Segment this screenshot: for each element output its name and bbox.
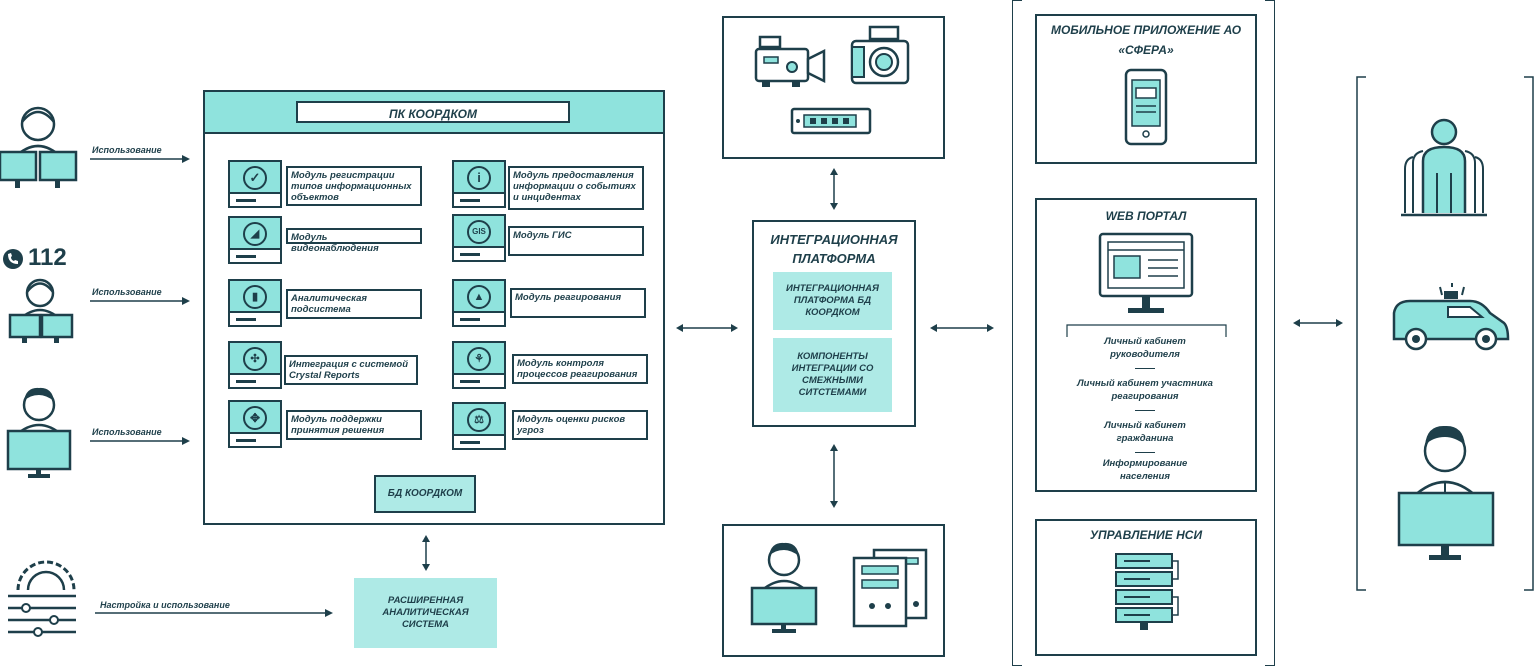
smartphone-icon [1124,68,1168,146]
server-tower-icon [852,548,928,628]
bracket-tick-tr [1265,0,1275,1]
cabinet-citizen[interactable]: Личный кабинет гражданина [1104,420,1186,444]
network-switch-icon [790,107,872,135]
cabinets-bracket [1066,324,1227,337]
extended-analytic-system: РАСШИРЕННАЯ АНАЛИТИЧЕСКАЯ СИСТЕМА [354,578,497,648]
module-risk-icon: ⚖ [452,402,506,450]
integration-components-box: КОМПОНЕНТЫ ИНТЕГРАЦИИ СО СМЕЖНЫМИ СИТСТЕ… [773,338,892,412]
module-control-icon: ⚘ [452,341,506,389]
bracket-tick-tl [1012,0,1022,1]
usage-label-1: Использование [92,145,162,155]
module-camera-icon: ◢ [228,216,282,264]
arrow-right-actors [1293,319,1343,327]
database-server-icon [1115,553,1179,630]
arrow-pk-analytic [422,535,430,571]
phone-icon [3,249,23,269]
module-label-info: Модуль предоставления информации о событ… [508,166,644,210]
far-right-bracket [1356,76,1534,591]
pk-db-box: БД КООРДКОМ [374,475,476,513]
module-label-crystal: Интеграция с системой Crystal Reports [284,355,418,385]
module-label-risk: Модуль оценки рисков угроз [512,410,648,440]
cabinet-divider-2 [1135,410,1155,411]
module-analytics-icon: ▮ [228,279,282,327]
arrow-settings [95,609,333,617]
module-label-response: Модуль реагирования [510,288,646,318]
right-column-bracket [1012,0,1275,666]
module-label-control: Модуль контроля процессов реагирования [512,354,648,384]
admin-user-icon [750,542,818,633]
web-portal-title: WEB ПОРТАЛ [1105,209,1187,223]
arrow-usage-2 [90,297,190,305]
module-label-analytics: Аналитическая подсистема [286,289,422,319]
photo-camera-icon [850,25,910,85]
module-label-decision: Модуль поддержки принятия решения [286,410,422,440]
arrow-usage-3 [90,437,190,445]
module-label-video: Модуль видеонаблюдения [286,228,422,254]
nsi-panel [1035,519,1257,656]
cabinet-manager[interactable]: Личный кабинет руководителя [1104,336,1186,360]
settings-gear-icon [8,560,76,637]
user-desktop-icon [6,387,72,478]
mobile-app-title: МОБИЛЬНОЕ ПРИЛОЖЕНИЕ АО «СФЕРА» [1050,23,1242,57]
operator-112-icon [8,278,74,343]
pk-title: ПК КООРДКОМ [296,101,570,123]
video-camera-icon [754,35,826,87]
module-reports-icon: ✣ [228,341,282,389]
bracket-tick-br [1265,665,1275,666]
integration-db-box: ИНТЕГРАЦИОННАЯ ПЛАТФОРМА БД КООРДКОМ [773,272,892,330]
module-info-icon: i [452,160,506,208]
cabinet-divider-3 [1135,452,1155,453]
bracket-tick-bl [1012,665,1022,666]
arrow-usage-1 [90,155,190,163]
settings-usage-label: Настройка и использование [100,600,230,610]
population-group-icon [1401,118,1487,217]
module-label-gis: Модуль ГИС [508,226,644,256]
usage-label-2: Использование [92,287,162,297]
operator-icon [0,106,78,188]
monitor-icon [1098,232,1194,313]
arrow-devices-integration [830,168,838,210]
nsi-title: УПРАВЛЕНИЕ НСИ [1089,528,1203,542]
emergency-vehicle-icon [1392,283,1510,351]
arrow-integration-servers [830,444,838,508]
module-alarm-icon: ▲ [452,279,506,327]
module-label-registration: Модуль регистрации типов информационных … [286,166,422,206]
integration-title: ИНТЕГРАЦИОННАЯ ПЛАТФОРМА [770,232,898,266]
module-check-icon: ✓ [228,160,282,208]
cabinet-divider-1 [1135,368,1155,369]
arrow-pk-integration [676,324,738,332]
usage-label-3: Использование [92,427,162,437]
cabinet-public-info[interactable]: Информирование населения [1102,458,1188,482]
arrow-integration-right [930,324,994,332]
responder-user-icon [1397,425,1495,560]
module-gis-icon: GIS [452,214,506,262]
cabinet-participant[interactable]: Личный кабинет участника реагирования [1077,378,1213,402]
module-decision-icon: ✥ [228,400,282,448]
phone-112-label: 112 [28,244,67,271]
